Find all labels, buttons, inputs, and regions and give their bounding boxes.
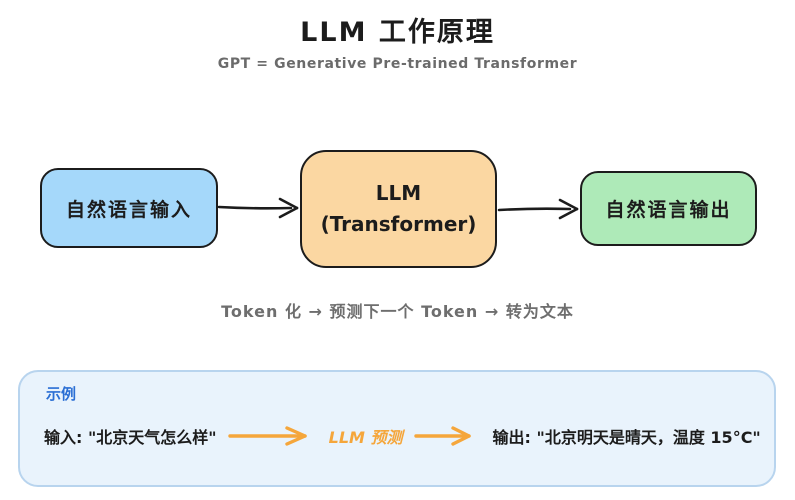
- flow-box-llm-label: LLM (Transformer): [321, 178, 477, 240]
- flow-box-llm-label-line2: (Transformer): [320, 212, 477, 236]
- example-panel: 示例 输入: "北京天气怎么样" LLM 预测 输出: "北京明天是晴天，温度 …: [18, 370, 776, 487]
- example-arrow-2-icon: [413, 426, 471, 446]
- example-arrow-1-icon: [227, 426, 307, 446]
- flow-box-input: 自然语言输入: [40, 168, 218, 248]
- flow-box-input-label: 自然语言输入: [65, 198, 192, 221]
- flow-box-output: 自然语言输出: [580, 171, 757, 246]
- flow-box-llm: LLM (Transformer): [300, 150, 497, 268]
- header: LLM 工作原理 GPT = Generative Pre-trained Tr…: [0, 10, 795, 72]
- page-title: LLM 工作原理: [300, 17, 495, 48]
- arrow-llm-to-output-icon: [497, 198, 579, 220]
- flow-box-output-label: 自然语言输出: [605, 199, 732, 221]
- example-llm-predict-text: LLM 预测: [328, 428, 403, 447]
- arrow-input-to-llm-icon: [217, 197, 299, 219]
- example-input-text: 输入: "北京天气怎么样": [44, 428, 217, 447]
- example-row: 输入: "北京天气怎么样" LLM 预测 输出: "北京明天是晴天，温度 15°…: [44, 418, 762, 454]
- process-note: Token 化 → 预测下一个 Token → 转为文本: [221, 302, 574, 321]
- page-subtitle: GPT = Generative Pre-trained Transformer: [217, 56, 578, 72]
- flow-box-llm-label-line1: LLM: [375, 181, 422, 205]
- example-output-text: 输出: "北京明天是晴天，温度 15°C": [492, 428, 761, 447]
- example-label: 示例: [46, 385, 77, 403]
